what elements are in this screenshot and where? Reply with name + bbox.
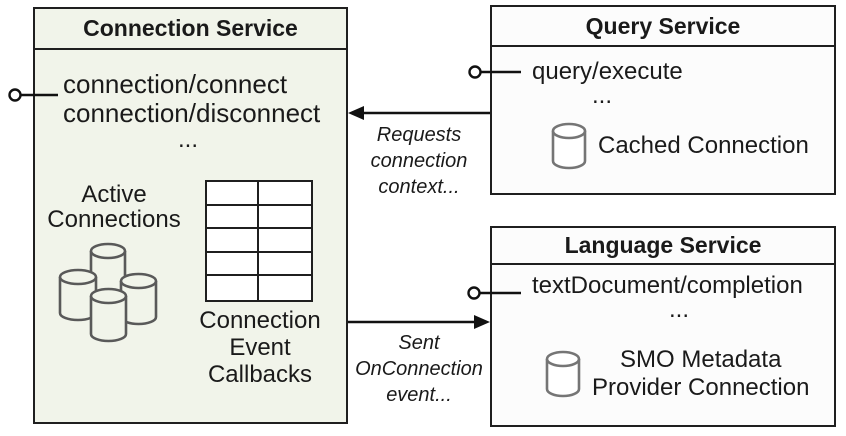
smo-connection-row: SMO Metadata Provider Connection	[545, 346, 809, 402]
cylinder-right-top	[119, 272, 158, 290]
callback-table-grid	[205, 180, 313, 302]
active-connections-label: Active Connections	[47, 181, 181, 233]
methods-ellipsis: ...	[177, 126, 198, 153]
table-cell	[259, 253, 311, 277]
cylinder-front	[89, 296, 128, 343]
connection-service-title: Connection Service	[35, 9, 346, 50]
table-cell	[207, 276, 259, 300]
cylinder-left-top	[58, 268, 98, 286]
method-connection-connect: connection/connect	[63, 69, 288, 99]
cached-connection-row: Cached Connection	[551, 122, 809, 170]
methods-ellipsis: ...	[591, 82, 612, 109]
language-service-box: Language Service textDocument/completion…	[490, 226, 836, 427]
table-cell	[207, 205, 259, 230]
interface-lollipop-icon	[467, 286, 481, 300]
database-icon	[545, 350, 581, 398]
requests-connection-context-label: Requests connection context...	[370, 124, 468, 198]
sent-onconnection-event-label: Sent OnConnection event...	[355, 332, 483, 406]
language-service-methods: textDocument/completion ...	[532, 272, 832, 323]
language-service-title: Language Service	[492, 228, 834, 265]
table-cell	[259, 276, 311, 300]
arrowhead-icon	[348, 106, 364, 120]
method-connection-disconnect: connection/disconnect	[63, 98, 321, 128]
table-cell	[259, 229, 311, 253]
cylinder-front-top	[89, 287, 128, 305]
database-icon	[551, 122, 587, 170]
connection-service-box: Connection Service connection/connect co…	[33, 7, 348, 424]
table-cell	[207, 229, 259, 253]
arrowhead-icon	[474, 315, 490, 329]
query-service-box: Query Service query/execute ... Cached C…	[490, 5, 836, 195]
database-cluster-icon	[58, 242, 158, 343]
method-textdocument-completion: textDocument/completion	[532, 272, 803, 299]
query-service-methods: query/execute ...	[532, 58, 832, 109]
methods-ellipsis: ...	[668, 296, 689, 323]
table-cell	[207, 182, 259, 206]
table-cell	[259, 182, 311, 206]
table-cell	[259, 206, 311, 230]
query-service-title: Query Service	[492, 7, 834, 47]
connection-service-methods: connection/connect connection/disconnect…	[63, 70, 343, 152]
interface-lollipop-icon	[468, 65, 482, 79]
table-cell	[207, 252, 259, 277]
connection-event-callbacks-label: Connection Event Callbacks	[199, 307, 321, 388]
cached-connection-label: Cached Connection	[598, 132, 809, 159]
cylinder-back-top	[89, 242, 127, 260]
interface-lollipop-icon	[8, 88, 22, 102]
method-query-execute: query/execute	[532, 58, 683, 85]
smo-metadata-provider-label: SMO Metadata Provider Connection	[592, 346, 810, 401]
